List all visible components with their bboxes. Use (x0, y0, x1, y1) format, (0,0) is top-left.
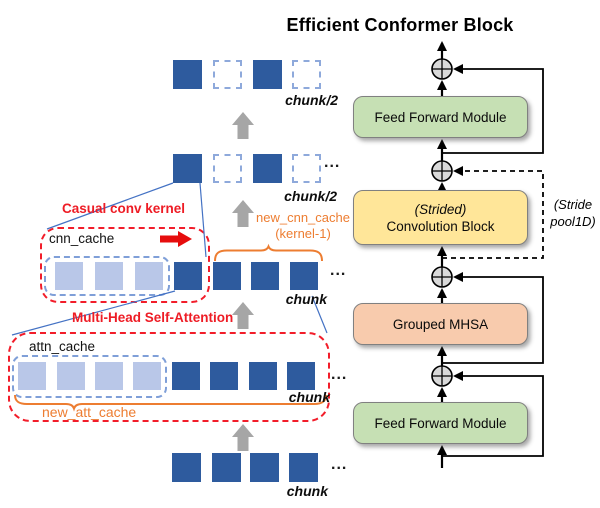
pooled-row-cell-solid (253, 154, 282, 183)
attn-cache-group-box (12, 355, 167, 398)
input-row-chunk-label: chunk (286, 483, 328, 499)
conv-row-cell-solid (213, 262, 241, 290)
kernel-minus-one-label: (kernel-1) (275, 226, 331, 241)
cnn-kernel-zoom-box (40, 227, 210, 303)
module-feed-forward-bottom: Feed Forward Module (353, 402, 528, 444)
input-row-ellipsis: ... (331, 456, 348, 473)
conv-row-cell-cache (135, 262, 163, 290)
module-label: Grouped MHSA (392, 316, 489, 332)
cnn-kernel-caption: Casual conv kernel (62, 201, 186, 216)
attention-row-cell-solid (172, 362, 200, 390)
output-row-top-cell-solid (253, 60, 282, 89)
new-cnn-cache-brace (214, 243, 323, 262)
module-prefix: (Strided) (414, 201, 467, 217)
attention-row-cell-solid (249, 362, 277, 390)
cnn-cache-label: cnn_cache (49, 231, 115, 246)
conv-row-cell-solid (290, 262, 318, 290)
pooled-row-cell-dashed (292, 154, 321, 183)
row2-chunk-label: chunk/2 (284, 188, 337, 204)
pooled-row-cell-solid (173, 154, 202, 183)
conv-row-chunk-label: chunk (285, 291, 327, 307)
shift-right-arrow-icon (160, 231, 192, 247)
conv-row-ellipsis: ... (330, 262, 347, 279)
conv-row-cell-solid (174, 262, 202, 290)
attention-row-cell-cache (18, 362, 46, 390)
attn-cache-label: attn_cache (29, 339, 96, 354)
module-convolution-block: (Strided) Convolution Block (353, 190, 528, 245)
module-label: Convolution Block (386, 218, 495, 234)
conv-row-cell-cache (55, 262, 83, 290)
input-row-cell-solid (212, 453, 241, 482)
module-label: Feed Forward Module (374, 415, 507, 431)
module-feed-forward-top: Feed Forward Module (353, 96, 528, 138)
output-row-top-cell-solid (173, 60, 202, 89)
attention-row-cell-cache (95, 362, 123, 390)
input-row-cell-solid (250, 453, 279, 482)
mhsa-caption: Multi-Head Self-Attention (72, 310, 234, 325)
residual-skips (442, 64, 544, 457)
stride-pool1d-note: (Stride pool1D) (550, 197, 596, 229)
input-row-cell-solid (289, 453, 318, 482)
new-att-cache-bracket (14, 394, 327, 412)
attention-row-cell-cache (57, 362, 85, 390)
attn-row-chunk-label: chunk (288, 389, 330, 405)
zoom-indicator-lines (11, 182, 328, 336)
stride-pool-skip-dashed (442, 166, 544, 259)
conv-row-cell-solid (251, 262, 279, 290)
up-arrow-icon (232, 112, 254, 451)
new-cnn-cache-label: new_cnn_cache (256, 210, 350, 225)
new-att-cache-label: new_att_cache (42, 404, 137, 420)
attention-row-cell-cache (133, 362, 161, 390)
attention-row-cell-solid (210, 362, 238, 390)
add-circle-icon (431, 58, 453, 387)
figure-title: Efficient Conformer Block (286, 15, 514, 35)
module-grouped-mhsa: Grouped MHSA (353, 303, 528, 345)
row1-chunk-label: chunk/2 (285, 92, 338, 108)
cnn-cache-group-box (44, 256, 170, 296)
attention-row-cell-solid (287, 362, 315, 390)
output-row-top-cell-dashed (213, 60, 242, 89)
pooled-row-cell-dashed (213, 154, 242, 183)
input-row-cell-solid (172, 453, 201, 482)
attn-row-ellipsis: ... (331, 366, 348, 383)
output-row-top-cell-dashed (292, 60, 321, 89)
attention-zoom-box (8, 332, 330, 422)
conv-row-cell-cache (95, 262, 123, 290)
module-label: Feed Forward Module (374, 109, 507, 125)
row2-ellipsis: ... (324, 154, 341, 171)
